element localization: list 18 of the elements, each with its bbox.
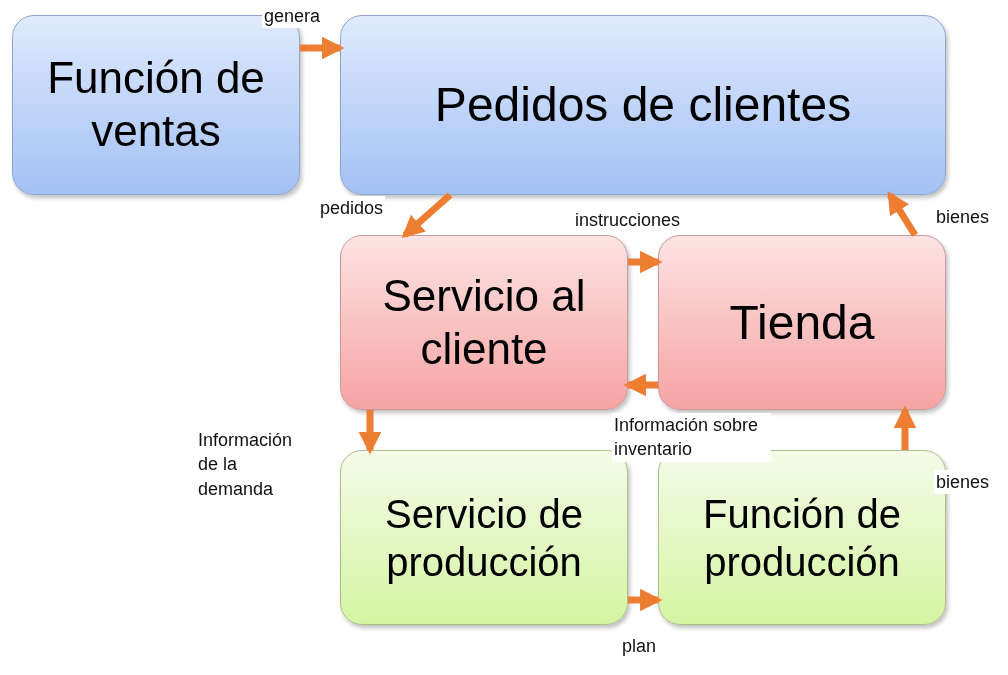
edge-label: bienes [934, 470, 992, 495]
arrow [893, 405, 917, 450]
process-box [340, 235, 628, 410]
arrow [628, 250, 663, 274]
arrow [623, 373, 658, 397]
box-title: Servicio de producción [384, 490, 584, 586]
arrow [401, 192, 453, 238]
box-title: Servicio al cliente [381, 269, 587, 375]
box-title: Función de producción [702, 490, 902, 586]
arrow [887, 191, 918, 237]
process-box [340, 15, 946, 195]
box-title: Pedidos de clientes [434, 77, 852, 134]
process-box [658, 235, 946, 410]
arrow [300, 36, 345, 60]
box-title: Tienda [729, 294, 875, 351]
box-title: Función de ventas [46, 52, 266, 157]
arrow [358, 410, 382, 455]
arrow [628, 588, 663, 612]
